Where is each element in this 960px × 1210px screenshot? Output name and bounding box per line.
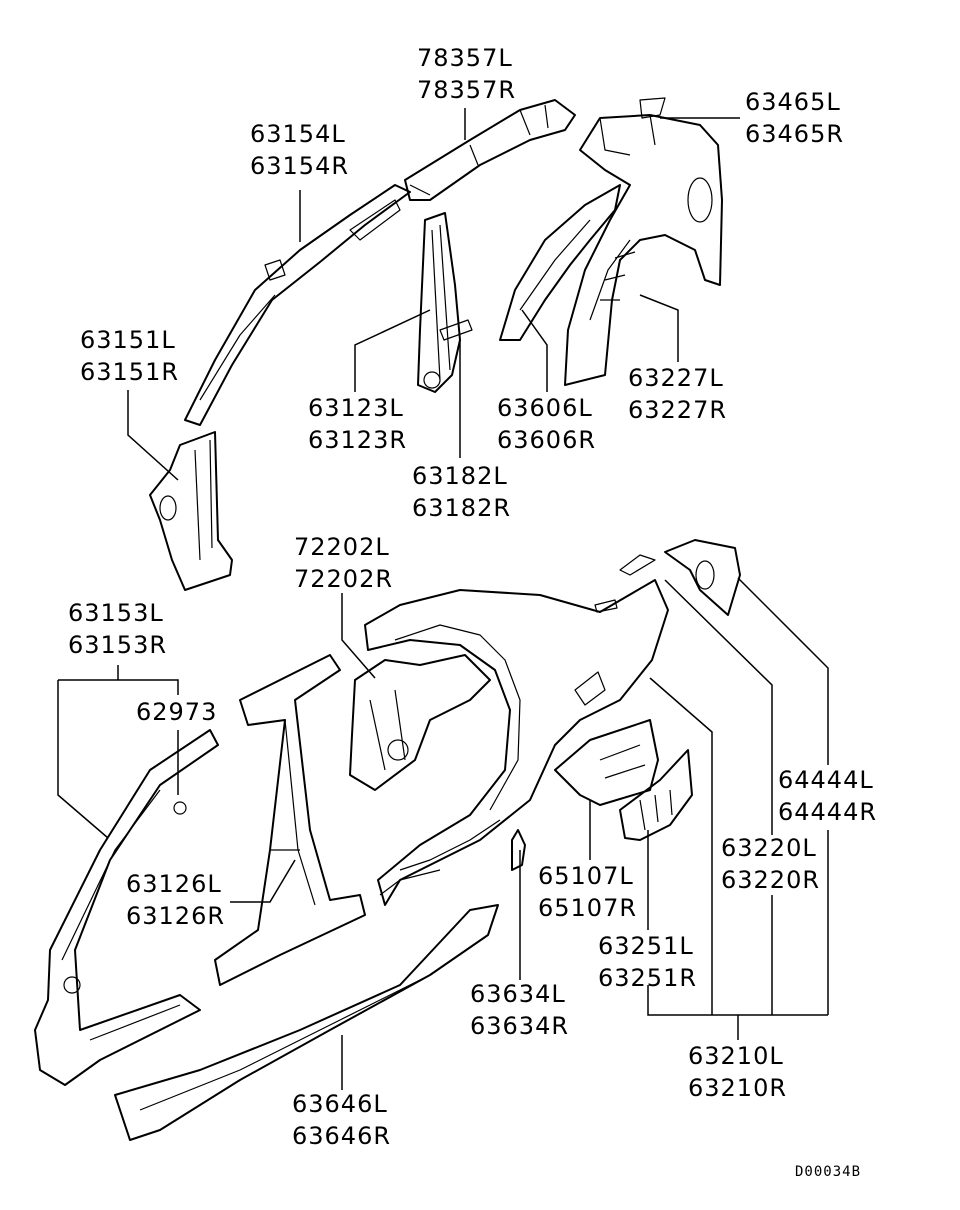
- part-number-63646l: 63646L: [292, 1090, 388, 1118]
- part-number-63227r: 63227R: [628, 396, 728, 424]
- label-65107: 65107L 65107R: [538, 860, 637, 924]
- bracket-part-64444: [619, 539, 741, 616]
- leader-lines: [57, 108, 829, 1090]
- part-number-63154r: 63154R: [250, 152, 350, 180]
- label-62973: 62973: [136, 696, 217, 728]
- part-number-63251r: 63251R: [598, 964, 698, 992]
- part-number-63153l: 63153L: [68, 599, 164, 627]
- side-outer-panel-part-63210: [364, 579, 669, 906]
- part-number-63634l: 63634L: [470, 980, 566, 1008]
- part-number-63151r: 63151R: [80, 358, 180, 386]
- part-number-63220l: 63220L: [721, 834, 817, 862]
- label-72202: 72202L 72202R: [294, 531, 393, 595]
- rear-panel-part-63251: [619, 749, 693, 841]
- label-78357: 78357L 78357R: [417, 42, 516, 106]
- part-number-78357r: 78357R: [417, 76, 517, 104]
- rocker-part-63646: [114, 869, 499, 1141]
- part-number-63220r: 63220R: [721, 866, 821, 894]
- part-number-62973: 62973: [136, 698, 218, 726]
- part-number-72202r: 72202R: [294, 565, 394, 593]
- part-number-63154l: 63154L: [250, 120, 346, 148]
- part-number-63227l: 63227L: [628, 364, 724, 392]
- part-number-63126l: 63126L: [126, 870, 222, 898]
- wheelhouse-inner-part-63606: [499, 184, 621, 341]
- part-number-63606l: 63606L: [497, 394, 593, 422]
- part-number-63251l: 63251L: [598, 932, 694, 960]
- label-63154: 63154L 63154R: [250, 118, 349, 182]
- quarter-inner-part-63465: [564, 97, 723, 386]
- label-63182: 63182L 63182R: [412, 460, 511, 524]
- part-number-63182l: 63182L: [412, 462, 508, 490]
- part-number-65107r: 65107R: [538, 894, 638, 922]
- part-number-78357l: 78357L: [417, 44, 513, 72]
- part-number-63151l: 63151L: [80, 326, 176, 354]
- part-number-65107l: 65107L: [538, 862, 634, 890]
- label-63153: 63153L 63153R: [68, 597, 167, 661]
- part-number-63153r: 63153R: [68, 631, 168, 659]
- roof-rail-part-63154: [184, 184, 411, 426]
- part-number-63465l: 63465L: [745, 88, 841, 116]
- label-63126: 63126L 63126R: [126, 868, 225, 932]
- part-number-72202l: 72202L: [294, 533, 390, 561]
- part-number-63606r: 63606R: [497, 426, 597, 454]
- diagram-code: D00034B: [795, 1164, 862, 1180]
- label-63646: 63646L 63646R: [292, 1088, 391, 1152]
- roof-rail-rear-part-78357: [404, 99, 576, 201]
- label-63251: 63251L 63251R: [598, 930, 697, 994]
- part-number-63646r: 63646R: [292, 1122, 392, 1150]
- part-number-64444r: 64444R: [778, 798, 878, 826]
- bracket-part-72202: [349, 654, 491, 791]
- part-number-63634r: 63634R: [470, 1012, 570, 1040]
- front-pillar-part-63151: [149, 431, 233, 591]
- label-63151: 63151L 63151R: [80, 324, 179, 388]
- part-number-63126r: 63126R: [126, 902, 226, 930]
- label-64444: 64444L 64444R: [778, 764, 877, 828]
- label-63465: 63465L 63465R: [745, 86, 844, 150]
- rear-panel-part-65107: [554, 719, 659, 806]
- label-63634: 63634L 63634R: [470, 978, 569, 1042]
- center-pillar-part-63123: [417, 212, 473, 393]
- front-pillar-outer-part-63153: [34, 729, 219, 1086]
- part-number-63123r: 63123R: [308, 426, 408, 454]
- part-number-63123l: 63123L: [308, 394, 404, 422]
- label-63227: 63227L 63227R: [628, 362, 727, 426]
- label-63123: 63123L 63123R: [308, 392, 407, 456]
- part-number-63465r: 63465R: [745, 120, 845, 148]
- part-number-63210r: 63210R: [688, 1074, 788, 1102]
- part-number-63210l: 63210L: [688, 1042, 784, 1070]
- part-number-64444l: 64444L: [778, 766, 874, 794]
- center-pillar-outer-part-63126: [214, 654, 366, 986]
- label-63220: 63220L 63220R: [721, 832, 820, 896]
- label-63210: 63210L 63210R: [688, 1040, 787, 1104]
- label-63606: 63606L 63606R: [497, 392, 596, 456]
- small-part-63634: [511, 829, 526, 871]
- part-number-63182r: 63182R: [412, 494, 512, 522]
